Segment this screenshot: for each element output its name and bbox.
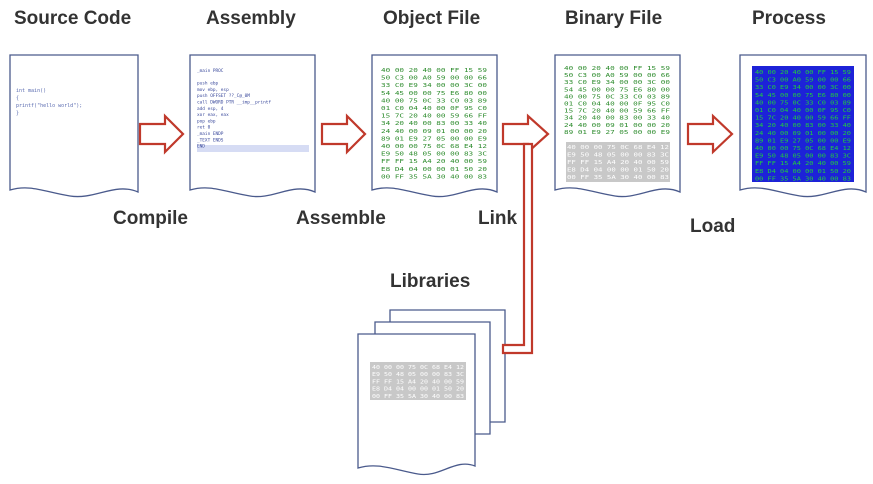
assembly-code-line: END [197, 144, 205, 150]
object-file-document: 40 00 20 40 00 FF 15 59 50 C3 00 A0 59 00… [371, 54, 498, 198]
object-hex-line: 40 00 75 0C 33 C0 03 89 [381, 98, 487, 104]
source-code-line: { [16, 96, 19, 102]
process-hex-line: 50 C3 00 A0 59 00 00 66 [755, 78, 851, 84]
assembly-code-text: _main PROC push ebp mov ebp, esp push OF… [197, 68, 271, 150]
load-step-label: Load [690, 216, 736, 237]
assembly-code-line: push OFFSET ??_C@_0M [197, 93, 250, 99]
assembly-code-line: _main PROC [197, 68, 224, 74]
process-title: Process [752, 8, 826, 29]
process-hex-line: 54 45 00 00 75 E6 80 00 [755, 93, 851, 99]
object-file-hex: 40 00 20 40 00 FF 15 59 50 C3 00 A0 59 00… [381, 68, 488, 180]
load-arrow [686, 113, 734, 155]
object-hex-line: 34 20 40 00 83 00 33 40 [381, 121, 487, 127]
assembly-code-line: mov ebp, esp [197, 87, 229, 93]
object-hex-line: 15 7C 20 40 00 59 66 FF [381, 114, 488, 120]
source-code-line: } [16, 111, 19, 117]
binary-hex-line: 34 20 40 00 83 00 33 40 [564, 116, 670, 122]
source-code-line: printf("hello world"); [16, 103, 82, 109]
object-hex-line: E8 D4 04 00 00 01 50 20 [381, 167, 487, 173]
library-hex-line: E8 D4 04 00 00 01 50 20 [372, 387, 464, 393]
binary-hex-line: 40 00 20 40 00 FF 15 59 [564, 66, 670, 72]
process-memory-block [752, 66, 854, 182]
object-hex-line: 24 40 00 09 01 00 00 20 [381, 129, 487, 135]
process-hex-line: 33 C0 E9 34 00 00 3C 00 [755, 85, 851, 91]
assembly-code-line: _TEXT ENDS [197, 137, 224, 143]
binary-hex-line: 40 00 75 0C 33 C0 03 89 [564, 94, 670, 100]
source-code-line: int main() [16, 88, 46, 94]
source-code-document: int main() { printf("hello world");} [9, 54, 139, 198]
assembly-code-line: add esp, 4 [197, 106, 224, 112]
object-hex-line: 89 01 E9 27 05 00 00 E9 [381, 136, 487, 142]
library-hex-line: E9 50 48 05 00 00 83 3C [372, 372, 464, 378]
assembly-code-line: pop ebp [197, 118, 216, 124]
process-document: 40 00 20 40 00 FF 15 59 50 C3 00 A0 59 00… [739, 54, 867, 198]
libraries-title: Libraries [390, 271, 471, 292]
link-arrow [501, 113, 550, 155]
binary-hex-line: 33 C0 E9 34 00 00 3C 00 [564, 80, 670, 86]
binary-hex-line: 24 40 00 09 01 00 00 20 [564, 123, 670, 129]
library-link-connector [501, 142, 534, 355]
object-hex-line: 40 00 00 75 0C 68 E4 12 [381, 144, 487, 150]
process-hex-line: 40 00 20 40 00 FF 15 59 [755, 70, 851, 76]
binary-library-hex-line: FF FF 15 A4 20 40 00 59 [567, 160, 669, 166]
process-hex-line: 00 FF 35 5A 30 40 00 83 [755, 176, 851, 182]
process-hex-line: E9 50 48 05 00 00 83 3C [755, 154, 851, 160]
process-hex-line: 89 01 E9 27 05 00 00 E9 [755, 138, 851, 144]
process-hex-line: 15 7C 20 40 00 59 66 FF [755, 116, 851, 122]
assembly-code-line: call DWORD PTR __imp__printf [197, 100, 271, 106]
process-hex-line: E8 D4 04 00 00 01 50 20 [755, 169, 851, 175]
link-step-label: Link [478, 208, 518, 229]
object-hex-line: 54 45 00 00 75 E6 80 00 [381, 91, 487, 97]
assembly-title: Assembly [206, 8, 296, 29]
library-code-block [370, 362, 466, 400]
binary-hex-line: 54 45 00 00 75 E6 80 00 [564, 87, 670, 93]
binary-linked-library-block [566, 142, 670, 182]
object-hex-line: E9 50 48 05 00 00 83 3C [381, 152, 487, 158]
process-hex-line: 40 00 75 0C 33 C0 03 89 [755, 100, 851, 106]
object-hex-line: 50 C3 00 A0 59 00 00 66 [381, 76, 487, 82]
compile-arrow [138, 113, 185, 155]
assembly-code-line: xor eax, eax [197, 113, 229, 118]
compile-step-label: Compile [113, 208, 188, 229]
binary-library-hex-line: 00 FF 35 5A 30 40 00 83 [567, 175, 669, 181]
binary-hex-line: 15 7C 20 40 00 59 66 FF [564, 109, 670, 115]
library-hex-line: 00 FF 35 5A 30 40 00 83 [372, 394, 464, 400]
assemble-step-label: Assemble [296, 208, 386, 229]
binary-file-title: Binary File [565, 8, 663, 29]
source-code-title: Source Code [14, 8, 132, 29]
object-hex-line: 00 FF 35 5A 30 40 00 83 [381, 174, 487, 180]
process-hex-line: 01 C0 04 40 00 0F 95 C0 [755, 108, 851, 114]
binary-hex-line: 89 01 E9 27 05 00 00 E9 [564, 130, 670, 136]
process-hex: 40 00 20 40 00 FF 15 59 50 C3 00 A0 59 00… [755, 70, 851, 182]
process-hex-line: FF FF 15 A4 20 40 00 59 [755, 161, 851, 167]
assembly-code-line: _main ENDP [197, 131, 224, 137]
process-hex-line: 34 20 40 00 83 00 33 40 [755, 123, 851, 129]
object-hex-line: 40 00 20 40 00 FF 15 59 [381, 68, 487, 74]
source-code-text: int main() { printf("hello world");} [16, 88, 82, 117]
process-hex-line: 40 00 00 75 0C 68 E4 12 [755, 146, 851, 152]
object-file-title: Object File [383, 8, 481, 29]
assemble-arrow [320, 113, 367, 155]
library-hex-line: FF FF 15 A4 20 40 00 59 [372, 379, 464, 385]
object-hex-line: 01 C0 04 40 00 0F 95 C0 [381, 106, 487, 112]
object-hex-line: 33 C0 E9 34 00 00 3C 00 [381, 83, 487, 89]
assembly-code-line: push ebp [197, 81, 219, 87]
library-hex-line: 40 00 00 75 0C 68 E4 12 [372, 365, 464, 371]
binary-library-hex-line: 40 00 00 75 0C 68 E4 12 [567, 145, 669, 151]
binary-hex-line: 01 C0 04 40 00 0F 95 C0 [564, 102, 670, 108]
assembly-document: _main PROC push ebp mov ebp, esp push OF… [189, 54, 316, 198]
process-hex-line: 24 40 00 09 01 00 00 20 [755, 131, 851, 137]
binary-hex-line: 50 C3 00 A0 59 00 00 66 [564, 73, 670, 79]
binary-library-hex-line: E9 50 48 05 00 00 83 3C [567, 153, 669, 159]
binary-library-hex-line: E8 D4 04 00 00 01 50 20 [567, 168, 669, 174]
assembly-code-line: ret 0 [197, 125, 211, 131]
assembly-highlight-row [197, 145, 309, 152]
object-hex-line: FF FF 15 A4 20 40 00 59 [381, 159, 487, 165]
